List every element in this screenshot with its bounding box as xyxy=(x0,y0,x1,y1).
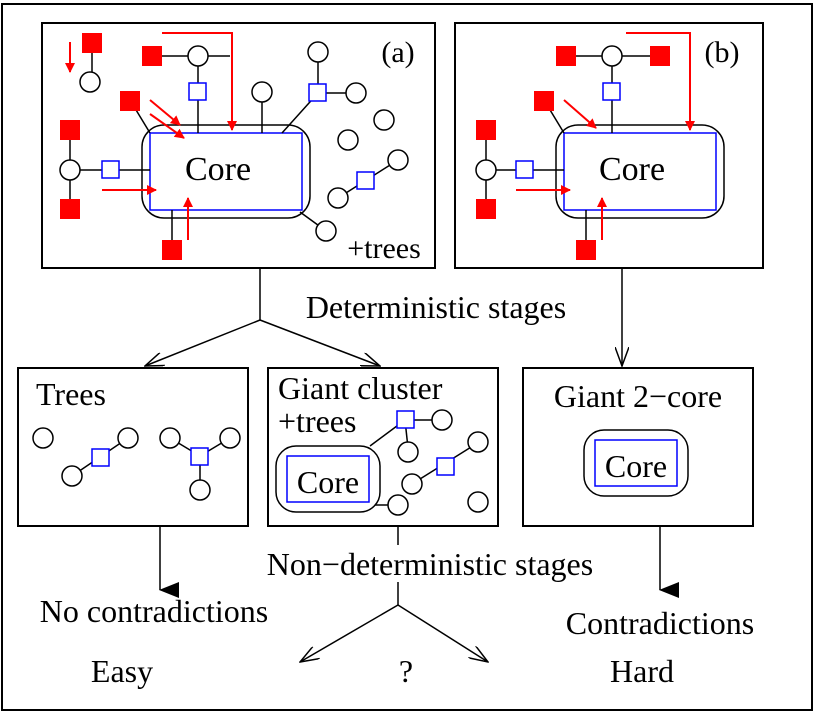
giant-2core-box: Giant 2−core Core xyxy=(522,367,754,527)
constraint-node xyxy=(515,160,534,179)
arrow-to-hard-branch xyxy=(397,604,488,662)
red-square xyxy=(556,46,576,66)
variable-node xyxy=(251,81,273,103)
red-square xyxy=(534,91,554,111)
no-contradictions-label: No contradictions xyxy=(40,593,268,629)
variable-node xyxy=(219,427,241,449)
variable-node xyxy=(79,71,101,93)
variable-node xyxy=(373,109,395,131)
constraint-node xyxy=(602,82,621,101)
panel-a-frame xyxy=(41,22,436,269)
core-boundary xyxy=(141,124,311,219)
variable-node xyxy=(467,431,489,453)
constraint-node xyxy=(101,160,120,179)
variable-node xyxy=(187,45,209,67)
red-square xyxy=(162,240,182,260)
variable-node xyxy=(401,473,423,495)
core-box xyxy=(563,132,717,211)
deterministic-stages-label: Deterministic stages xyxy=(306,289,566,325)
red-arrow xyxy=(626,32,695,131)
constraint-node xyxy=(356,171,375,190)
constraint-node xyxy=(396,410,415,429)
variable-node xyxy=(315,220,337,242)
panel-a-label: (a) xyxy=(381,36,414,69)
variable-node xyxy=(601,45,623,67)
core-label: Core xyxy=(185,151,251,188)
variable-node xyxy=(475,159,497,181)
constraint-node xyxy=(190,447,209,466)
giant-2core-title: Giant 2−core xyxy=(554,378,722,414)
constraint-node xyxy=(188,82,207,101)
arrow-to-easy-branch xyxy=(300,604,399,662)
constraint-node xyxy=(308,83,327,102)
outer-frame xyxy=(1,3,813,711)
variable-node xyxy=(337,129,359,151)
hard-label: Hard xyxy=(610,653,674,689)
variable-node xyxy=(387,494,409,516)
constraint-node xyxy=(436,457,455,476)
panel-a-trees-label: +trees xyxy=(347,232,421,265)
red-square xyxy=(60,120,80,140)
variable-node xyxy=(467,491,489,513)
non-deterministic-stages-label: Non−deterministic stages xyxy=(267,546,593,582)
panel-b: Core (b) xyxy=(454,22,764,269)
variable-node xyxy=(431,409,453,431)
arrow-to-giant-cluster xyxy=(259,319,380,366)
trees-title: Trees xyxy=(36,376,106,412)
core-boundary xyxy=(583,429,689,497)
deterministic-flow: Deterministic stages xyxy=(145,268,622,366)
variable-node xyxy=(387,149,409,171)
variable-node xyxy=(345,82,367,104)
variable-node xyxy=(189,479,211,501)
giant-cluster-title-line1: Giant cluster xyxy=(278,370,443,406)
unknown-outcome-label: ? xyxy=(399,653,413,689)
core-boundary xyxy=(555,124,725,219)
red-square xyxy=(120,91,140,111)
panel-b-frame xyxy=(454,22,764,269)
core-box xyxy=(286,455,370,503)
outcome-flow: Non−deterministic stages No contradictio… xyxy=(40,526,754,689)
arrow-to-trees xyxy=(145,319,261,366)
easy-label: Easy xyxy=(91,653,153,689)
red-square xyxy=(476,120,496,140)
core-boundary xyxy=(275,445,381,513)
variable-node xyxy=(327,187,349,209)
panel-b-label: (b) xyxy=(705,36,740,69)
panel-a: Core xyxy=(41,22,436,269)
giant-2core-core-label: Core xyxy=(605,448,667,484)
giant-cluster-box: Giant cluster +trees Core xyxy=(267,367,499,527)
variable-node xyxy=(397,441,419,463)
red-arrow xyxy=(149,99,181,126)
red-square xyxy=(650,46,670,66)
red-arrow xyxy=(162,32,237,131)
variable-node xyxy=(59,159,81,181)
red-square xyxy=(576,240,596,260)
giant-cluster-title-line2: +trees xyxy=(278,403,356,439)
variable-node xyxy=(307,41,329,63)
variable-node xyxy=(159,427,181,449)
red-square xyxy=(60,199,80,219)
constraint-node xyxy=(91,448,110,467)
core-label: Core xyxy=(599,151,665,188)
variable-node xyxy=(61,465,83,487)
red-square xyxy=(142,46,162,66)
core-box xyxy=(594,439,678,487)
variable-node xyxy=(32,427,54,449)
red-arrow xyxy=(149,113,185,139)
red-square xyxy=(476,199,496,219)
red-arrow xyxy=(563,99,597,129)
core-box xyxy=(149,132,303,211)
trees-box: Trees xyxy=(17,367,249,527)
giant-cluster-core-label: Core xyxy=(297,464,359,500)
red-square xyxy=(82,33,102,53)
contradictions-label: Contradictions xyxy=(566,605,754,641)
variable-node xyxy=(117,427,139,449)
